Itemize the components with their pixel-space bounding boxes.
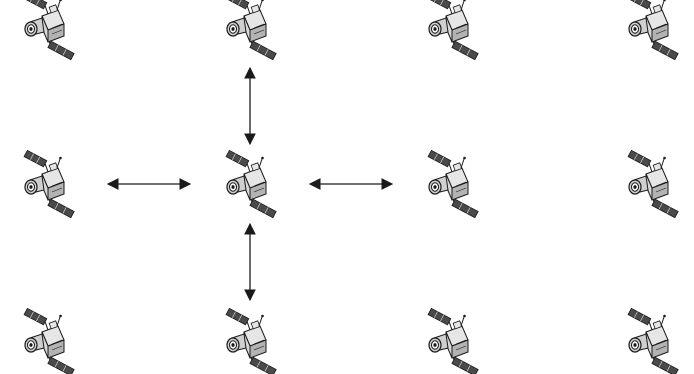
satellite-icon xyxy=(224,0,279,61)
links-layer xyxy=(106,66,394,302)
satellite-icon xyxy=(626,0,681,61)
satellites-layer xyxy=(22,0,681,374)
satellite-icon xyxy=(626,149,681,219)
satellite-icon xyxy=(426,307,481,374)
satellite-icon xyxy=(626,307,681,374)
satellite-icon xyxy=(224,149,279,219)
satellite-icon xyxy=(426,149,481,219)
satellite-icon xyxy=(224,307,279,374)
satellite-icon xyxy=(22,149,77,219)
satellite-icon xyxy=(426,0,481,61)
satellite-icon xyxy=(22,0,77,61)
satellite-icon xyxy=(22,307,77,374)
